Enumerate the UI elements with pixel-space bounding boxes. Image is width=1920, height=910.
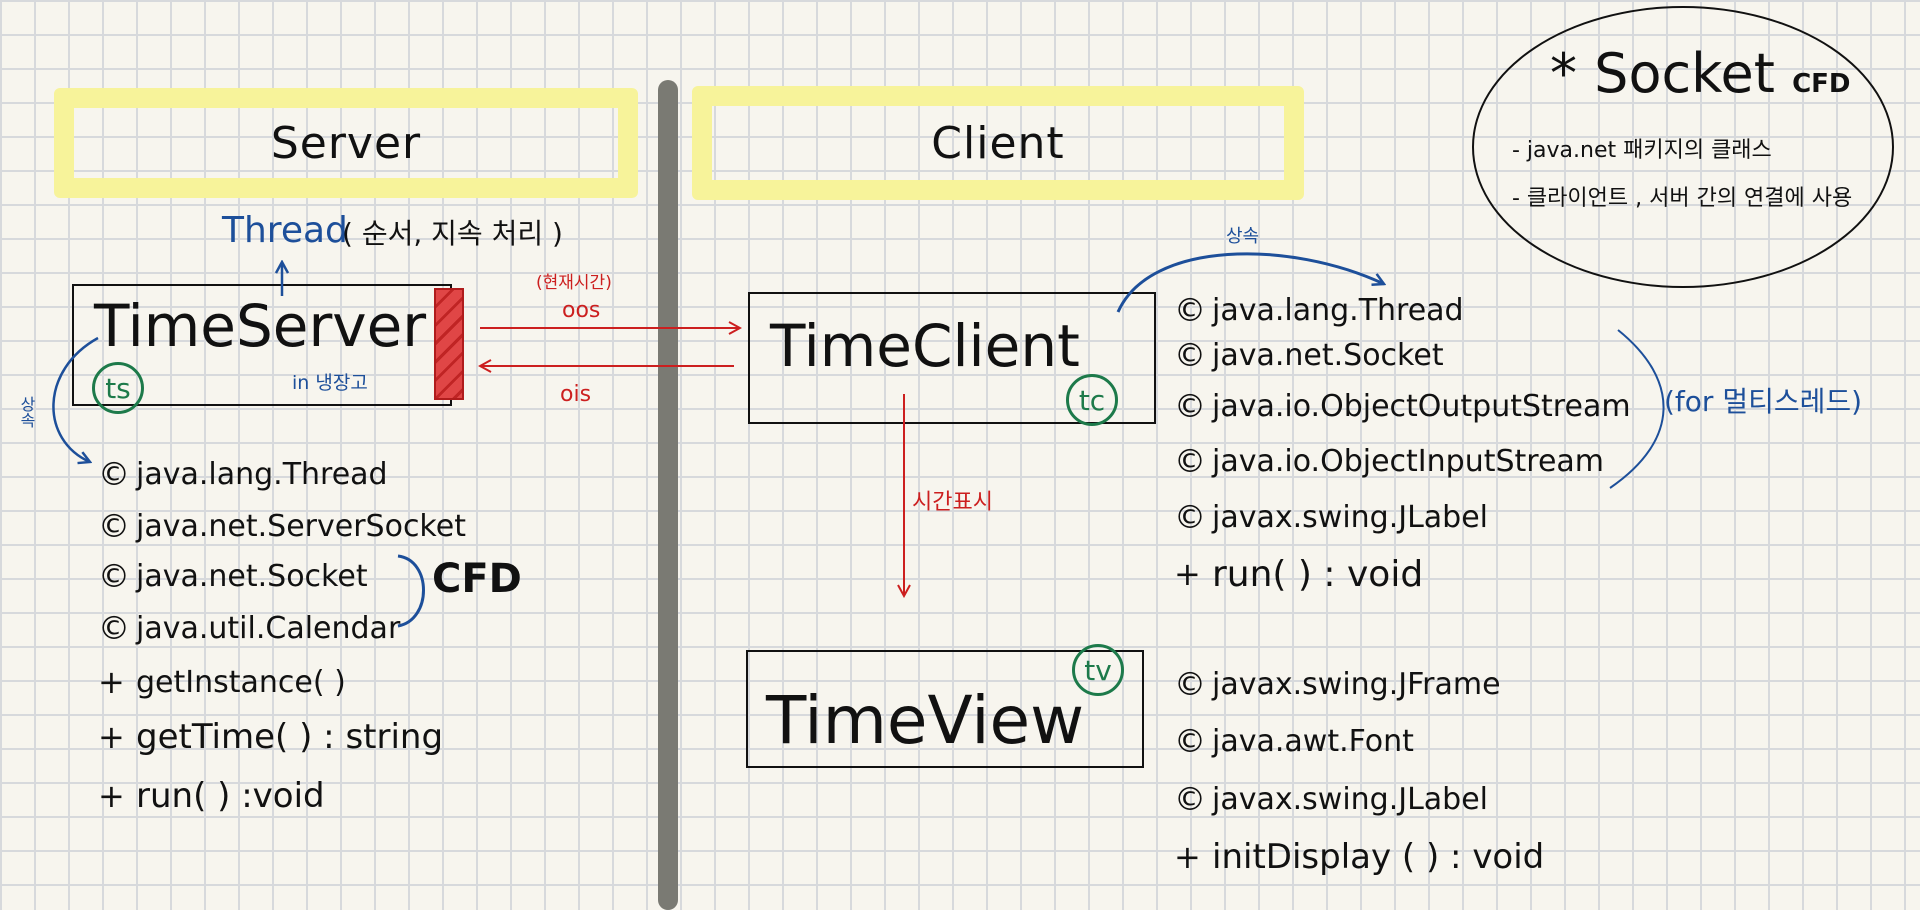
class-symbol: © [1174, 387, 1206, 425]
socket-note-badge: CFD [1792, 69, 1851, 99]
class-symbol: © [98, 455, 130, 493]
server-header-label: Server [270, 117, 422, 169]
class-symbol: © [98, 507, 130, 545]
list-item: ©java.net.Socket [98, 552, 466, 600]
server-header: Server [54, 88, 638, 198]
import-text: java.util.Calendar [136, 610, 401, 646]
thread-note: ( 순서, 지속 처리 ) [342, 217, 563, 250]
import-text: java.io.ObjectInputStream [1212, 443, 1605, 479]
list-item: - java.net 패키지의 클래스 [1512, 138, 1772, 163]
client-multithread-bracket [1609, 329, 1665, 489]
list-item: - 클라이언트 , 서버 간의 연결에 사용 [1512, 186, 1853, 211]
class-symbol: © [1174, 722, 1206, 760]
client-inherit-curve [1116, 252, 1384, 313]
method-text: run( ) : void [1212, 553, 1424, 595]
ois-label: ois [560, 382, 592, 407]
time-client-badge: tc [1066, 374, 1118, 426]
method-symbol: + [1174, 555, 1201, 593]
method-text: initDisplay ( ) : void [1212, 837, 1545, 877]
method-symbol: + [98, 777, 125, 815]
thread-label: Thread [222, 210, 348, 251]
time-view-box [746, 650, 1144, 768]
list-item: + getTime( ) : string [98, 708, 466, 766]
time-client-box [748, 292, 1156, 424]
display-time-label: 시간표시 [912, 490, 993, 515]
list-item: + getInstance( ) [98, 656, 466, 708]
server-cfd-label: CFD [432, 556, 522, 602]
import-text: java.io.ObjectOutputStream [1212, 388, 1631, 424]
import-text: java.awt.Font [1212, 723, 1414, 759]
import-text: javax.swing.JLabel [1212, 499, 1489, 535]
list-item: ©java.io.ObjectInputStream [1174, 434, 1631, 488]
class-symbol: © [1174, 442, 1206, 480]
class-symbol: © [1174, 336, 1206, 374]
list-item: ©java.lang.Thread [1174, 288, 1631, 332]
import-text: java.net.Socket [1212, 337, 1444, 373]
server-imports-list: ©java.lang.Thread ©java.net.ServerSocket… [98, 448, 466, 826]
import-text: java.lang.Thread [1212, 292, 1464, 328]
client-header-label: Client [931, 117, 1065, 169]
list-item: ©java.net.Socket [1174, 332, 1631, 378]
method-text: run( ) :void [136, 776, 325, 816]
list-item: ©java.net.ServerSocket [98, 500, 466, 552]
list-item: + initDisplay ( ) : void [1174, 828, 1544, 886]
class-symbol: © [1174, 780, 1206, 818]
method-symbol: + [1174, 838, 1201, 876]
method-text: getTime( ) : string [136, 717, 444, 757]
import-text: javax.swing.JLabel [1212, 781, 1489, 817]
list-item: ©java.util.Calendar [98, 600, 466, 656]
list-item: ©javax.swing.JLabel [1174, 488, 1631, 546]
class-symbol: © [1174, 498, 1206, 536]
import-text: java.lang.Thread [136, 456, 388, 492]
server-socket-port [434, 288, 464, 400]
class-symbol: © [98, 557, 130, 595]
method-symbol: + [98, 663, 125, 701]
class-symbol: © [1174, 291, 1206, 329]
import-text: javax.swing.JFrame [1212, 666, 1501, 702]
socket-note-title: * Socket CFD [1550, 42, 1851, 105]
import-text: java.net.ServerSocket [136, 508, 466, 544]
list-item: + run( ) :void [98, 766, 466, 826]
time-server-title: TimeServer [94, 292, 427, 360]
client-imports-list: ©java.lang.Thread ©java.net.Socket ©java… [1174, 288, 1631, 602]
list-item: ©java.lang.Thread [98, 448, 466, 500]
socket-note-ellipse [1472, 6, 1894, 288]
time-client-title: TimeClient [770, 312, 1080, 380]
section-divider [658, 80, 678, 910]
multithread-note: (for 멀티스레드) [1664, 385, 1863, 418]
import-text: java.net.Socket [136, 558, 368, 594]
client-inherit-label: 상속 [1226, 226, 1260, 247]
current-time-label: (현재시간) [536, 273, 612, 293]
socket-note-lines: - java.net 패키지의 클래스 - 클라이언트 , 서버 간의 연결에 … [1512, 132, 1852, 228]
method-symbol: + [98, 718, 125, 756]
class-symbol: © [1174, 665, 1206, 703]
list-item: ©java.io.ObjectOutputStream [1174, 378, 1631, 434]
server-inherit-label: 상속 [17, 396, 36, 428]
time-server-badge: ts [92, 362, 144, 414]
server-socket-bracket [397, 554, 425, 628]
time-server-sub-note: in 냉장고 [292, 372, 368, 394]
list-item: + run( ) : void [1174, 546, 1631, 602]
client-header: Client [692, 86, 1304, 200]
list-item: ©javax.swing.JLabel [1174, 770, 1544, 828]
list-item: ©javax.swing.JFrame [1174, 656, 1544, 712]
view-imports-list: ©javax.swing.JFrame ©java.awt.Font ©java… [1174, 656, 1544, 886]
class-symbol: © [98, 609, 130, 647]
list-item: ©java.awt.Font [1174, 712, 1544, 770]
time-view-badge: tv [1072, 644, 1124, 696]
time-view-title: TimeView [766, 682, 1085, 759]
oos-label: oos [562, 298, 601, 323]
method-text: getInstance( ) [136, 664, 346, 700]
server-inherit-curve [52, 336, 99, 462]
